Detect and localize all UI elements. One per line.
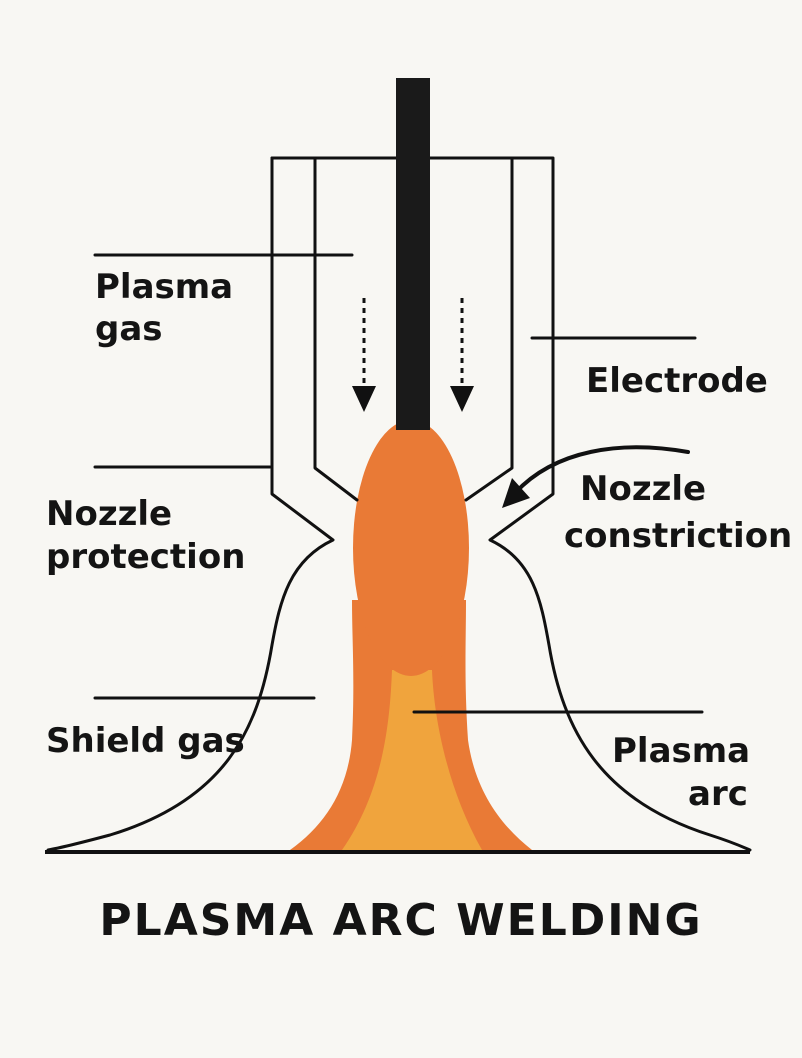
label-shield-gas: Shield gas <box>46 721 245 761</box>
label-plasma-arc-line1: Plasma <box>612 731 750 771</box>
label-nozzle-protection-line1: Nozzle <box>46 494 172 534</box>
outer-nozzle-outline <box>46 156 335 852</box>
constriction-arrowhead <box>502 478 530 508</box>
electrode-rod <box>396 78 430 430</box>
plasma-blob <box>353 420 469 676</box>
label-electrode: Electrode <box>586 361 768 401</box>
gas-flow-arrowhead-right <box>450 386 474 412</box>
gas-flow-arrowhead-left <box>352 386 376 412</box>
label-nozzle-constriction-line2: constriction <box>564 516 792 556</box>
inner-nozzle-outline <box>313 156 359 502</box>
label-nozzle-protection-line2: protection <box>46 537 245 577</box>
label-nozzle-constriction-line1: Nozzle <box>580 469 706 509</box>
inner-nozzle-outline-right <box>464 156 514 502</box>
label-plasma-gas-line2: gas <box>95 309 163 349</box>
diagram-title: PLASMA ARC WELDING <box>99 895 702 946</box>
outer-nozzle-outline-right <box>270 156 752 852</box>
label-plasma-gas-line1: Plasma <box>95 267 233 307</box>
plasma-arc-inner-core <box>342 670 482 850</box>
constriction-arrow-curve <box>513 445 690 495</box>
label-plasma-arc-line2: arc <box>688 774 748 814</box>
